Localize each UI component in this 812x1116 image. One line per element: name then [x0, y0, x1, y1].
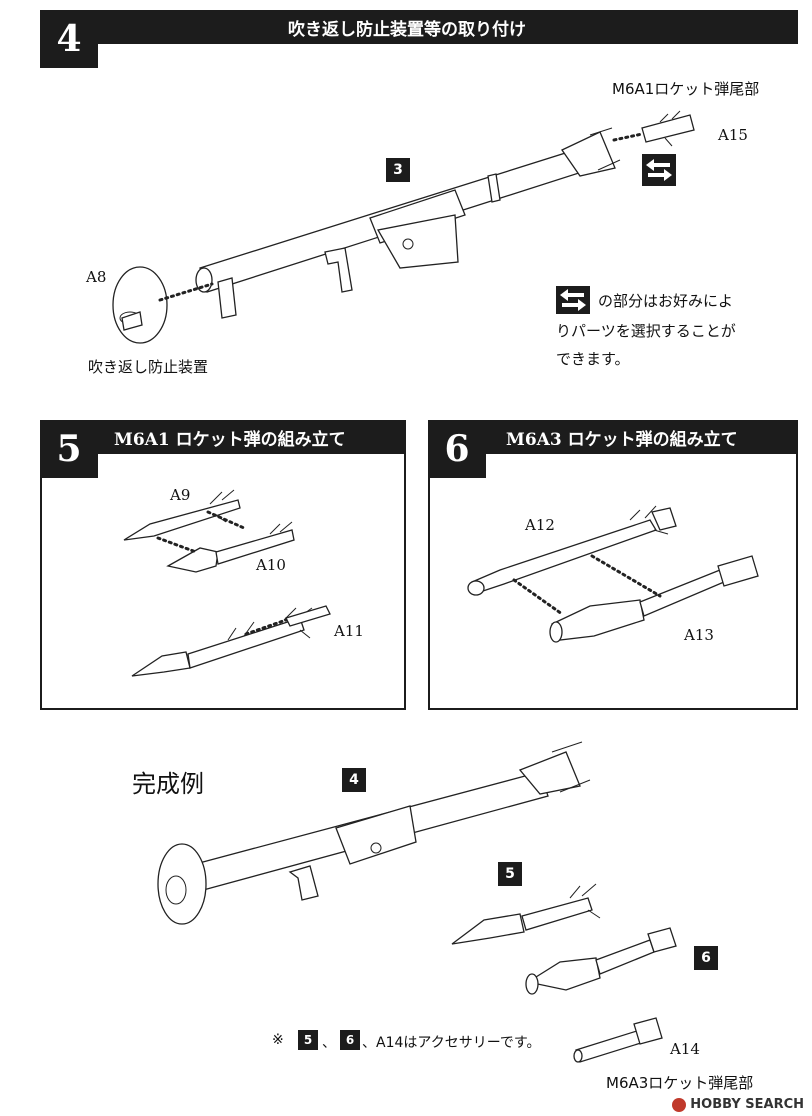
completed-title: 完成例 [132, 770, 204, 798]
step4-header: 吹き返し防止装置等の取り付け [40, 10, 798, 44]
logo-icon [672, 1097, 687, 1112]
note-line-3: できます。 [556, 350, 630, 368]
part-a8-label: A8 [86, 268, 107, 286]
note-ref-5: 5 [298, 1030, 318, 1050]
a10-part [166, 521, 295, 573]
completed-ref-5: 5 [498, 862, 522, 886]
swap-arrows-icon [556, 286, 590, 314]
swap-arrows-icon [642, 154, 676, 186]
note-separator: 、 [322, 1035, 336, 1051]
step6-title: M6A3 ロケット弾の組み立て [506, 429, 738, 450]
launcher-tube [195, 127, 621, 319]
step5-header: M6A1 ロケット弾の組み立て [40, 420, 406, 454]
m6a1-tail-label: M6A1ロケット弾尾部 [612, 80, 760, 98]
m6a3-tail-label: M6A3ロケット弾尾部 [606, 1074, 754, 1092]
blast-guard-label: 吹き返し防止装置 [88, 358, 209, 376]
a15-tail-part [641, 110, 695, 147]
completed-rocket-m6a1 [451, 883, 601, 945]
note-mark: ※ [272, 1032, 284, 1048]
completed-a14-tail [573, 1017, 663, 1063]
part-a9-label: A9 [170, 486, 191, 504]
note-ref-6: 6 [340, 1030, 360, 1050]
completed-ref-6: 6 [694, 946, 718, 970]
hobby-search-watermark: HOBBY SEARCH [672, 1097, 804, 1112]
step4-ref-3: 3 [386, 158, 410, 182]
a12-part [467, 505, 677, 596]
completed-rocket-m6a3 [525, 927, 677, 995]
note-text: 、A14はアクセサリーです。 [362, 1035, 541, 1051]
step4-title: 吹き返し防止装置等の取り付け [288, 19, 526, 40]
step5-number: 5 [40, 420, 98, 478]
a11-part [131, 605, 331, 677]
completed-launcher [157, 741, 591, 925]
blast-guard-part [112, 266, 168, 344]
watermark-text: HOBBY SEARCH [690, 1097, 804, 1112]
part-a13-label: A13 [684, 626, 714, 644]
part-a10-label: A10 [256, 556, 286, 574]
note-line-2: りパーツを選択することが [556, 322, 736, 340]
part-a15-label: A15 [718, 126, 748, 144]
note-line-1: の部分はお好みによ [598, 292, 734, 310]
step6-number: 6 [428, 420, 486, 478]
part-a12-label: A12 [525, 516, 555, 534]
part-a11-label: A11 [334, 622, 364, 640]
a13-part [549, 555, 759, 643]
step5-title: M6A1 ロケット弾の組み立て [114, 429, 346, 450]
step6-header: M6A3 ロケット弾の組み立て [428, 420, 798, 454]
completed-ref-4: 4 [342, 768, 366, 792]
step4-number: 4 [40, 10, 98, 68]
part-a14-label: A14 [670, 1040, 700, 1058]
